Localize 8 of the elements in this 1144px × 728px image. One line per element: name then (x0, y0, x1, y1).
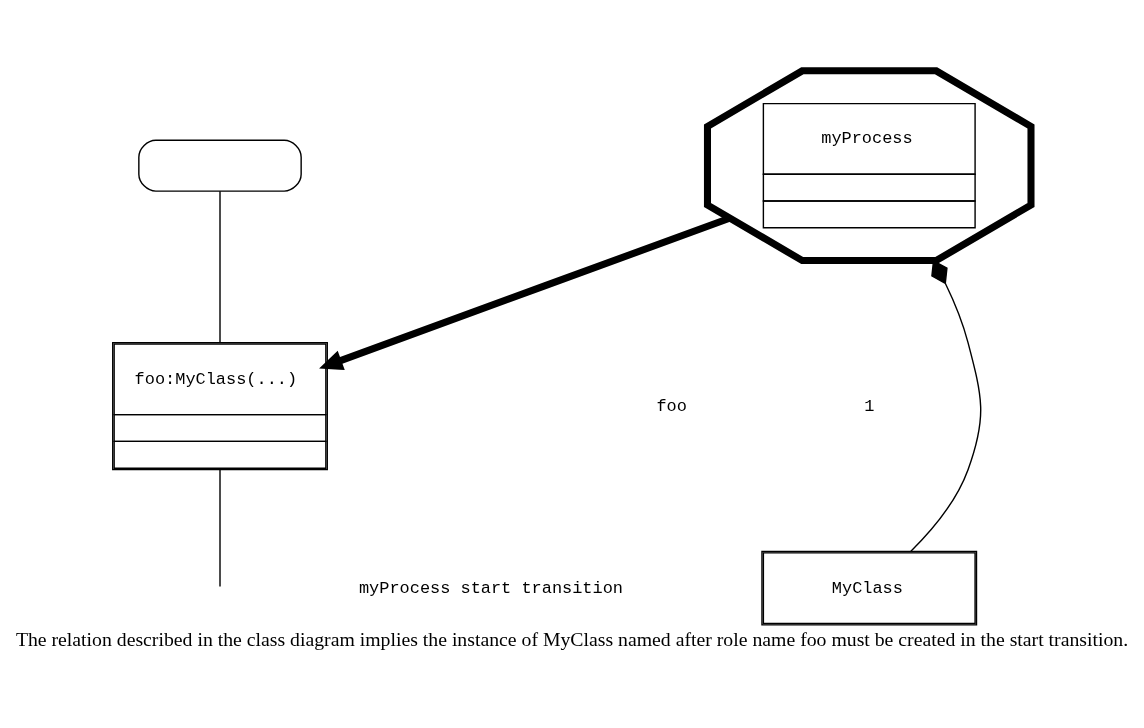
node-oval (138, 139, 302, 192)
label: foo (656, 396, 687, 416)
connector (219, 469, 221, 588)
label: 1 (864, 396, 875, 416)
arrow (319, 214, 731, 371)
label: myProcess start transition (358, 578, 623, 598)
connector (219, 190, 221, 344)
caption: The relation described in the class diagram implies the instance of MyClass named after role name foo must be created in the start transition. (15, 628, 1129, 651)
